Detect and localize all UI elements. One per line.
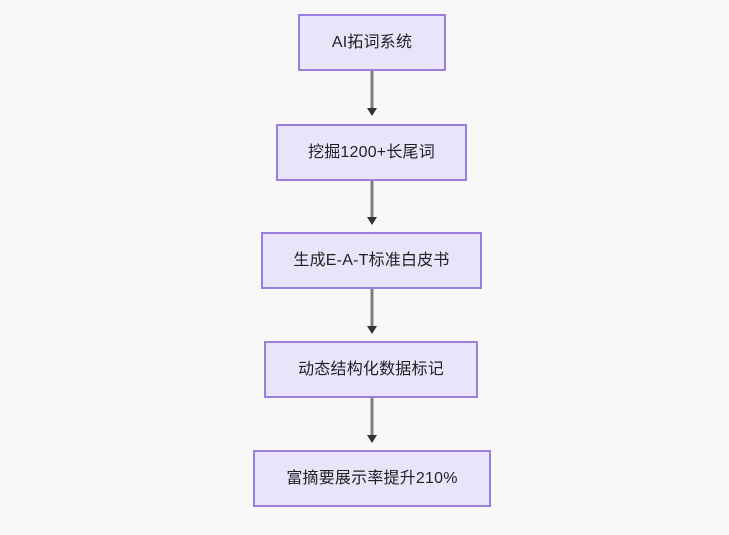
connector-line: [370, 71, 374, 109]
flow-node-4[interactable]: 动态结构化数据标记: [264, 341, 478, 398]
flow-node-2[interactable]: 挖掘1200+长尾词: [276, 124, 467, 181]
flow-node-1[interactable]: AI拓词系统: [298, 14, 446, 71]
flow-node-label: AI拓词系统: [331, 33, 413, 51]
connector-line: [370, 398, 374, 436]
arrowhead-icon: [367, 435, 377, 443]
flow-node-label: 生成E-A-T标准白皮书: [293, 251, 450, 269]
flow-node-label: 动态结构化数据标记: [298, 360, 444, 378]
connector-line: [370, 181, 374, 218]
arrowhead-icon: [367, 326, 377, 334]
connector-line: [370, 289, 374, 327]
arrowhead-icon: [367, 217, 377, 225]
flow-node-5[interactable]: 富摘要展示率提升210%: [253, 450, 491, 507]
flow-node-label: 挖掘1200+长尾词: [308, 143, 435, 161]
flow-node-label: 富摘要展示率提升210%: [286, 469, 458, 487]
arrowhead-icon: [367, 108, 377, 116]
flow-node-3[interactable]: 生成E-A-T标准白皮书: [261, 232, 482, 289]
